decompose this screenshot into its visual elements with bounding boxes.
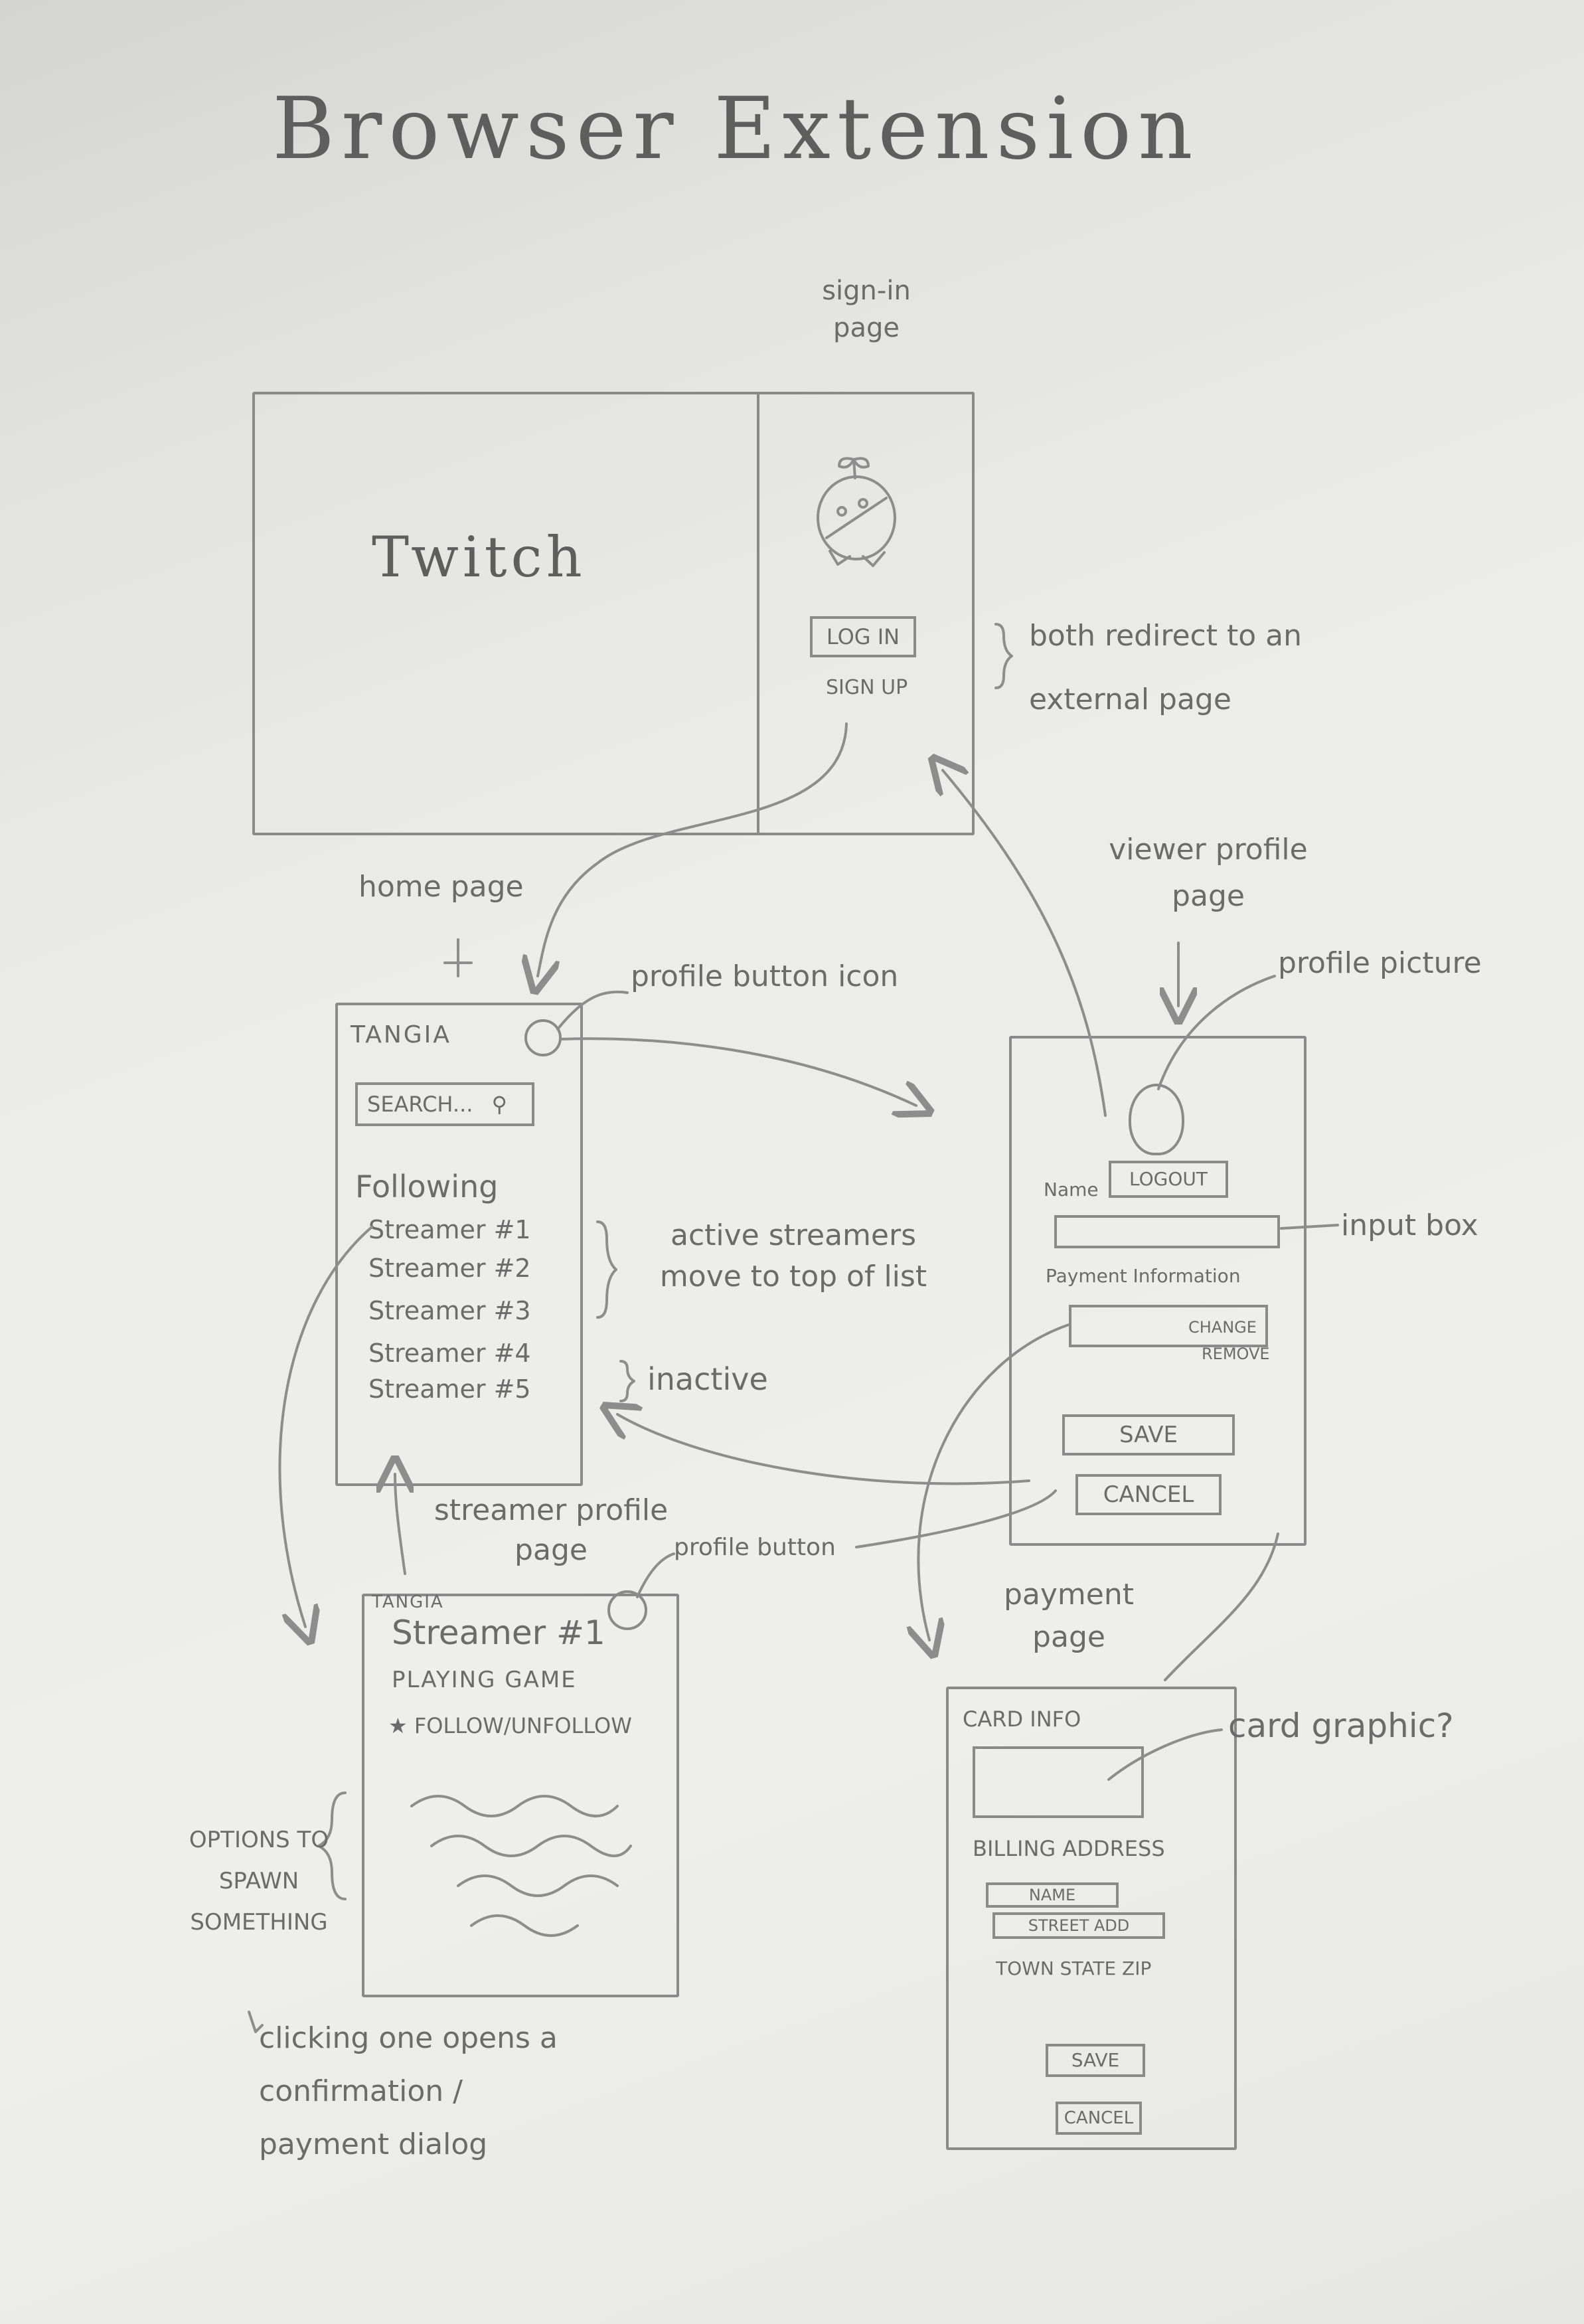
home-panel xyxy=(335,1003,583,1486)
list-item[interactable]: Streamer #3 xyxy=(368,1296,531,1325)
star-icon: ★ xyxy=(388,1713,408,1738)
card-info-label: CARD INFO xyxy=(963,1706,1081,1732)
search-placeholder: SEARCH... xyxy=(367,1092,473,1117)
streamer-status: PLAYING GAME xyxy=(392,1667,577,1693)
name-field[interactable]: NAME xyxy=(986,1882,1119,1908)
streamer-app-name: TANGIA xyxy=(372,1592,444,1612)
streamer-profile-button-icon[interactable] xyxy=(607,1590,647,1630)
home-app-name: TANGIA xyxy=(351,1021,451,1048)
input-box-note: input box xyxy=(1341,1208,1478,1242)
billing-address-label: BILLING ADDRESS xyxy=(973,1836,1165,1861)
inactive-note: inactive xyxy=(647,1361,768,1397)
change-link[interactable]: CHANGE xyxy=(1188,1318,1257,1337)
profile-picture xyxy=(1129,1084,1184,1155)
signup-link[interactable]: SIGN UP xyxy=(826,676,908,699)
profile-picture-note: profile picture xyxy=(1278,946,1482,980)
payment-page-label: payment page xyxy=(1003,1578,1134,1654)
signin-page-label: sign-in page xyxy=(822,276,911,343)
active-streamers-note: active streamers move to top of list xyxy=(659,1218,927,1293)
payment-info-field[interactable] xyxy=(1069,1305,1268,1347)
follow-toggle[interactable]: ★ FOLLOW/UNFOLLOW xyxy=(388,1713,632,1738)
profile-button-note-2: profile button xyxy=(674,1534,836,1561)
list-item[interactable]: Streamer #4 xyxy=(368,1339,531,1368)
spawn-options-note: OPTIONS TO SPAWN SOMETHING xyxy=(189,1827,329,1936)
search-icon: ⚲ xyxy=(491,1092,508,1117)
login-button[interactable]: LOG IN xyxy=(810,616,916,657)
following-heading: Following xyxy=(355,1169,499,1204)
viewer-profile-label: viewer profile page xyxy=(1109,833,1308,913)
payment-info-label: Payment Information xyxy=(1046,1265,1241,1287)
click-note: clicking one opens a confirmation / paym… xyxy=(259,2021,558,2161)
viewer-save-button[interactable]: SAVE xyxy=(1062,1414,1235,1455)
card-graphic-note: card graphic? xyxy=(1228,1706,1454,1745)
follow-label: FOLLOW/UNFOLLOW xyxy=(414,1713,632,1738)
redirect-note: both redirect to an external page xyxy=(1029,619,1302,716)
name-input[interactable] xyxy=(1054,1215,1280,1248)
home-page-label: home page xyxy=(358,870,524,904)
profile-button-note: profile button icon xyxy=(631,959,899,993)
name-label: Name xyxy=(1044,1179,1099,1201)
search-input[interactable]: SEARCH... ⚲ xyxy=(355,1082,534,1126)
street-field[interactable]: STREET ADD xyxy=(992,1912,1165,1939)
logout-button[interactable]: LOGOUT xyxy=(1109,1161,1228,1198)
extension-panel xyxy=(757,392,975,835)
home-profile-button-icon[interactable] xyxy=(524,1019,562,1056)
streamer-profile-label: streamer profile page xyxy=(434,1493,669,1567)
viewer-cancel-button[interactable]: CANCEL xyxy=(1075,1474,1222,1515)
list-item[interactable]: Streamer #5 xyxy=(368,1374,531,1404)
town-state-zip-field[interactable]: TOWN STATE ZIP xyxy=(996,1957,1152,1979)
remove-link[interactable]: REMOVE xyxy=(1202,1345,1270,1363)
streamer-name: Streamer #1 xyxy=(392,1614,605,1652)
twitch-label: Twitch xyxy=(372,525,586,590)
list-item[interactable]: Streamer #2 xyxy=(368,1254,531,1283)
page-title: Browser Extension xyxy=(272,80,1200,179)
payment-panel xyxy=(946,1687,1237,2150)
payment-cancel-button[interactable]: CANCEL xyxy=(1056,2102,1142,2135)
streamer-profile-panel xyxy=(362,1594,679,1997)
list-item[interactable]: Streamer #1 xyxy=(368,1215,531,1244)
payment-save-button[interactable]: SAVE xyxy=(1046,2044,1145,2077)
card-graphic xyxy=(973,1746,1144,1818)
